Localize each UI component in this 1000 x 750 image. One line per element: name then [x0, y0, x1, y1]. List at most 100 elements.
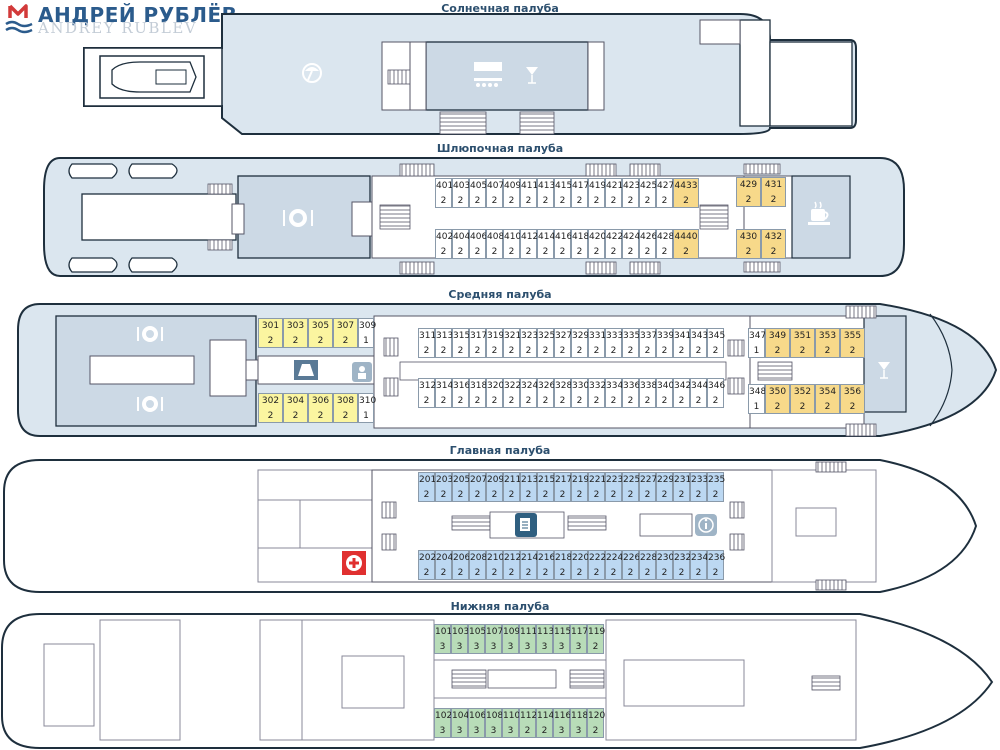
- cabin-343[interactable]: 3432: [690, 328, 708, 358]
- cabin-348[interactable]: 3481: [748, 384, 766, 414]
- cabin-415[interactable]: 4152: [554, 178, 572, 208]
- cabin-202[interactable]: 2022: [418, 550, 436, 580]
- cabin-336[interactable]: 3362: [622, 378, 640, 408]
- cabin-108[interactable]: 1083: [485, 708, 503, 738]
- cabin-114[interactable]: 1142: [536, 708, 554, 738]
- cabin-201[interactable]: 2012: [418, 472, 436, 502]
- cabin-213[interactable]: 2132: [520, 472, 538, 502]
- cabin-345[interactable]: 3452: [707, 328, 725, 358]
- cabin-334[interactable]: 3342: [605, 378, 623, 408]
- cabin-322[interactable]: 3222: [503, 378, 521, 408]
- cabin-353[interactable]: 3532: [815, 328, 840, 358]
- cabin-342[interactable]: 3422: [673, 378, 691, 408]
- cabin-427[interactable]: 4272: [656, 178, 674, 208]
- cabin-418[interactable]: 4182: [571, 229, 589, 259]
- cabin-308[interactable]: 3082: [333, 393, 358, 423]
- cabin-210[interactable]: 2102: [486, 550, 504, 580]
- cabin-236[interactable]: 2362: [707, 550, 725, 580]
- cabin-354[interactable]: 3542: [815, 384, 840, 414]
- cabin-305[interactable]: 3052: [308, 318, 333, 348]
- cabin-338[interactable]: 3382: [639, 378, 657, 408]
- cabin-211[interactable]: 2112: [503, 472, 521, 502]
- cabin-204[interactable]: 2042: [435, 550, 453, 580]
- cabin-412[interactable]: 4122: [520, 229, 538, 259]
- cabin-208[interactable]: 2082: [469, 550, 487, 580]
- cabin-403[interactable]: 4032: [452, 178, 470, 208]
- cabin-329[interactable]: 3292: [571, 328, 589, 358]
- cabin-413[interactable]: 4132: [537, 178, 555, 208]
- cabin-112[interactable]: 1122: [519, 708, 537, 738]
- cabin-234[interactable]: 2342: [690, 550, 708, 580]
- cabin-401[interactable]: 4012: [435, 178, 453, 208]
- cabin-429[interactable]: 4292: [736, 177, 761, 207]
- cabin-233[interactable]: 2332: [690, 472, 708, 502]
- cabin-341[interactable]: 3412: [673, 328, 691, 358]
- cabin-420[interactable]: 4202: [588, 229, 606, 259]
- cabin-319[interactable]: 3192: [486, 328, 504, 358]
- cabin-416[interactable]: 4162: [554, 229, 572, 259]
- cabin-221[interactable]: 2212: [588, 472, 606, 502]
- cabin-206[interactable]: 2062: [452, 550, 470, 580]
- cabin-107[interactable]: 1073: [485, 624, 503, 654]
- cabin-318[interactable]: 3182: [469, 378, 487, 408]
- cabin-225[interactable]: 2252: [622, 472, 640, 502]
- cabin-337[interactable]: 3372: [639, 328, 657, 358]
- cabin-105[interactable]: 1053: [468, 624, 486, 654]
- cabin-226[interactable]: 2262: [622, 550, 640, 580]
- cabin-313[interactable]: 3132: [435, 328, 453, 358]
- cabin-335[interactable]: 3352: [622, 328, 640, 358]
- cabin-203[interactable]: 2032: [435, 472, 453, 502]
- cabin-423[interactable]: 4232: [622, 178, 640, 208]
- cabin-424[interactable]: 4242: [622, 229, 640, 259]
- cabin-119[interactable]: 1192: [587, 624, 605, 654]
- cabin-405[interactable]: 4052: [469, 178, 487, 208]
- cabin-110[interactable]: 1103: [502, 708, 520, 738]
- cabin-222[interactable]: 2222: [588, 550, 606, 580]
- cabin-301[interactable]: 3012: [258, 318, 283, 348]
- cabin-325[interactable]: 3252: [537, 328, 555, 358]
- cabin-425[interactable]: 4252: [639, 178, 657, 208]
- cabin-315[interactable]: 3152: [452, 328, 470, 358]
- cabin-309[interactable]: 3091: [358, 318, 376, 348]
- cabin-218[interactable]: 2182: [554, 550, 572, 580]
- cabin-349[interactable]: 3492: [765, 328, 790, 358]
- cabin-219[interactable]: 2192: [571, 472, 589, 502]
- cabin-419[interactable]: 4192: [588, 178, 606, 208]
- cabin-351[interactable]: 3512: [790, 328, 815, 358]
- cabin-431[interactable]: 4312: [761, 177, 786, 207]
- cabin-118[interactable]: 1183: [570, 708, 588, 738]
- cabin-417[interactable]: 4172: [571, 178, 589, 208]
- cabin-4440[interactable]: 44402: [673, 229, 699, 259]
- cabin-214[interactable]: 2142: [520, 550, 538, 580]
- cabin-340[interactable]: 3402: [656, 378, 674, 408]
- cabin-406[interactable]: 4062: [469, 229, 487, 259]
- cabin-421[interactable]: 4212: [605, 178, 623, 208]
- cabin-312[interactable]: 3122: [418, 378, 436, 408]
- cabin-231[interactable]: 2312: [673, 472, 691, 502]
- cabin-117[interactable]: 1173: [570, 624, 588, 654]
- cabin-116[interactable]: 1163: [553, 708, 571, 738]
- cabin-310[interactable]: 3101: [358, 393, 376, 423]
- cabin-410[interactable]: 4102: [503, 229, 521, 259]
- cabin-411[interactable]: 4112: [520, 178, 538, 208]
- cabin-314[interactable]: 3142: [435, 378, 453, 408]
- cabin-339[interactable]: 3392: [656, 328, 674, 358]
- cabin-207[interactable]: 2072: [469, 472, 487, 502]
- cabin-422[interactable]: 4222: [605, 229, 623, 259]
- cabin-120[interactable]: 1202: [587, 708, 605, 738]
- cabin-317[interactable]: 3172: [469, 328, 487, 358]
- cabin-328[interactable]: 3282: [554, 378, 572, 408]
- cabin-402[interactable]: 4022: [435, 229, 453, 259]
- cabin-232[interactable]: 2322: [673, 550, 691, 580]
- cabin-347[interactable]: 3471: [748, 328, 766, 358]
- cabin-103[interactable]: 1033: [451, 624, 469, 654]
- cabin-346[interactable]: 3462: [707, 378, 725, 408]
- cabin-227[interactable]: 2272: [639, 472, 657, 502]
- cabin-228[interactable]: 2282: [639, 550, 657, 580]
- cabin-344[interactable]: 3442: [690, 378, 708, 408]
- cabin-350[interactable]: 3502: [765, 384, 790, 414]
- cabin-220[interactable]: 2202: [571, 550, 589, 580]
- cabin-217[interactable]: 2172: [554, 472, 572, 502]
- cabin-303[interactable]: 3032: [283, 318, 308, 348]
- cabin-330[interactable]: 3302: [571, 378, 589, 408]
